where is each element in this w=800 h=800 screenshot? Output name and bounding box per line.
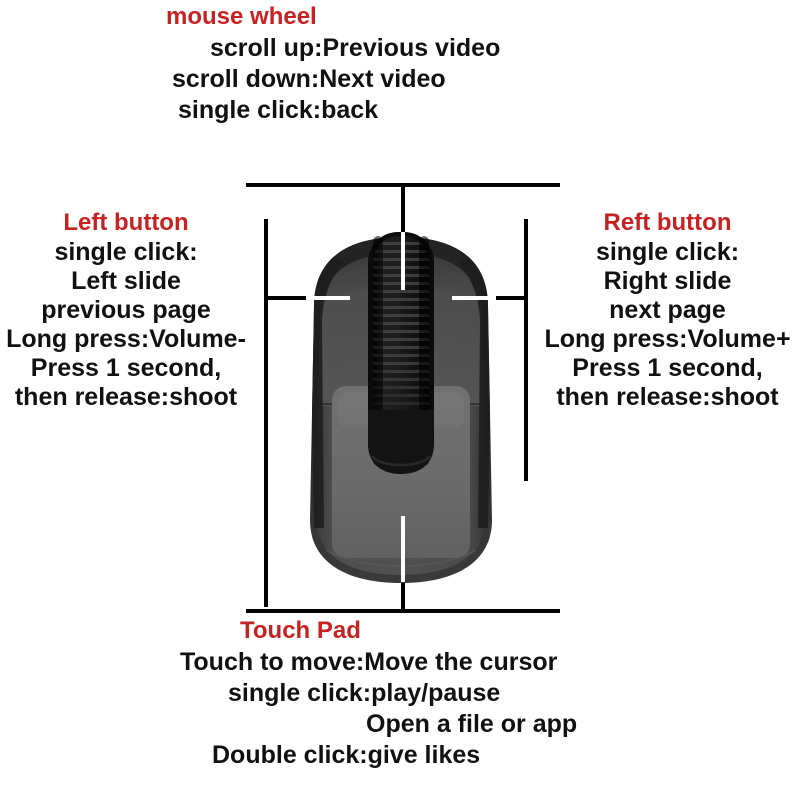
callout-heading-right-button: Reft button (603, 209, 732, 236)
leader-line-right-vertical (524, 219, 528, 481)
callout-heading-left-button: Left button (63, 209, 189, 236)
callout-line-wheel-scroll-up: scroll up:Previous video (210, 33, 501, 62)
leader-line-left-branch (264, 296, 310, 300)
callout-line-left-press-1-second: Press 1 second, (30, 353, 222, 382)
scroll-wheel-body (373, 236, 429, 466)
callout-line-right-single-click: single click: (595, 237, 740, 266)
leader-line-right-branch (486, 296, 528, 300)
callout-left-button: Left button single click: Left slide pre… (0, 210, 252, 413)
leader-tick-wheel (401, 232, 405, 290)
mouse-right-edge-shadow (458, 256, 492, 528)
callout-touch-pad: Touch Pad Touch to move:Move the cursor … (0, 618, 800, 773)
leader-line-touchpad-stem (401, 578, 405, 612)
callout-line-left-single-click: single click: (54, 237, 198, 266)
leader-line-wheel-stem (401, 185, 405, 235)
callout-line-left-release-shoot: then release:shoot (14, 382, 238, 411)
callout-line-left-previous-page: previous page (41, 295, 211, 324)
scroll-wheel-collar (368, 410, 434, 474)
callout-line-wheel-scroll-down: scroll down:Next video (172, 64, 446, 93)
callout-line-right-press-1-second: Press 1 second, (572, 353, 763, 382)
callout-heading-touch-pad: Touch Pad (240, 617, 361, 644)
callout-line-right-next-page: next page (609, 295, 726, 324)
callout-line-wheel-single-click: single click:back (178, 95, 379, 124)
callout-right-button: Reft button single click: Right slide ne… (540, 210, 795, 413)
callout-line-pad-open-file: Open a file or app (366, 709, 578, 738)
callout-mouse-wheel: mouse wheel scroll up:Previous video scr… (0, 4, 520, 128)
leader-tick-touch-pad (401, 516, 405, 582)
callout-line-pad-single-click: single click:play/pause (228, 678, 501, 707)
callout-line-pad-double-click: Double click:give likes (212, 740, 481, 769)
callout-line-pad-touch-to-move: Touch to move:Move the cursor (180, 647, 558, 676)
callout-line-right-slide: Right slide (603, 266, 732, 295)
callout-line-right-release-shoot: then release:shoot (556, 382, 779, 411)
callout-line-left-slide: Left slide (71, 266, 181, 295)
mouse-left-edge-shadow (310, 256, 344, 528)
leader-line-left-vertical (264, 219, 268, 607)
leader-tick-left-button (306, 296, 350, 300)
callout-heading-mouse-wheel: mouse wheel (166, 3, 317, 30)
callout-line-right-long-press: Long press:Volume+ (544, 324, 791, 353)
callout-line-left-long-press: Long press:Volume- (6, 324, 246, 353)
leader-tick-right-button (452, 296, 496, 300)
